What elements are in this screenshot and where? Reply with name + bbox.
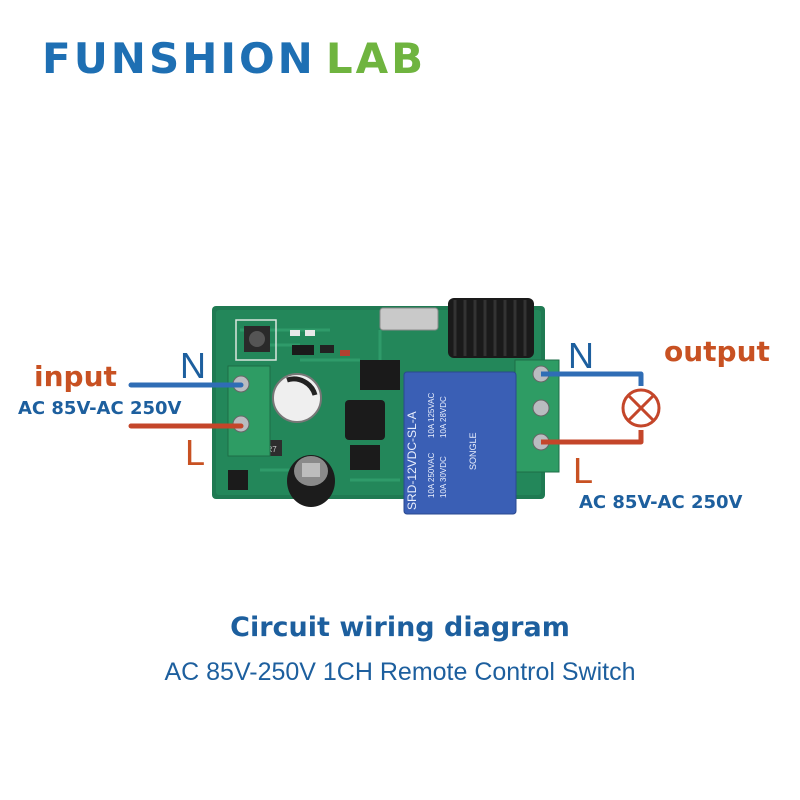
relay-rating-2: 10A 30VDC [439,456,448,498]
caption-subtitle: AC 85V-250V 1CH Remote Control Switch [164,658,636,686]
input-terminal-block [227,365,271,457]
output-live-label: L [573,450,594,491]
antenna-coil-icon [448,298,534,358]
input-wires [128,382,244,429]
brand-word-lab: LAB [325,34,427,83]
lamp-icon [621,388,661,428]
relay-rating-4: 10A 28VDC [439,396,448,438]
brand-word-funshion: FUNSHION [42,34,316,83]
capacitor-electrolytic [287,455,335,507]
relay-rating-3: 10A 125VAC [427,393,436,438]
caption-title: Circuit wiring diagram [230,612,570,643]
output-voltage: AC 85V-AC 250V [579,492,743,513]
relay-brand: SONGLE [468,432,478,470]
input-live-label: L [185,432,206,473]
output-neutral-wire [541,371,644,386]
output-neutral-label: N [568,335,594,376]
relay-rating-1: 10A 250VAC [427,453,436,498]
output-live-wire [541,430,644,445]
output-terminal-block [514,359,560,473]
input-voltage: AC 85V-AC 250V [18,398,182,419]
capacitor-large [272,373,322,423]
input-neutral-label: N [180,345,206,386]
push-button-icon [244,326,270,352]
output-label: output [664,335,770,368]
relay: SRD-12VDC-SL-A 10A 250VAC 10A 30VDC 10A … [403,371,517,515]
crystal-oscillator [379,307,439,331]
output-wires [541,371,644,445]
smd-components: 4R7 [228,330,400,490]
input-label: input [34,360,117,393]
relay-model: SRD-12VDC-SL-A [405,411,419,510]
